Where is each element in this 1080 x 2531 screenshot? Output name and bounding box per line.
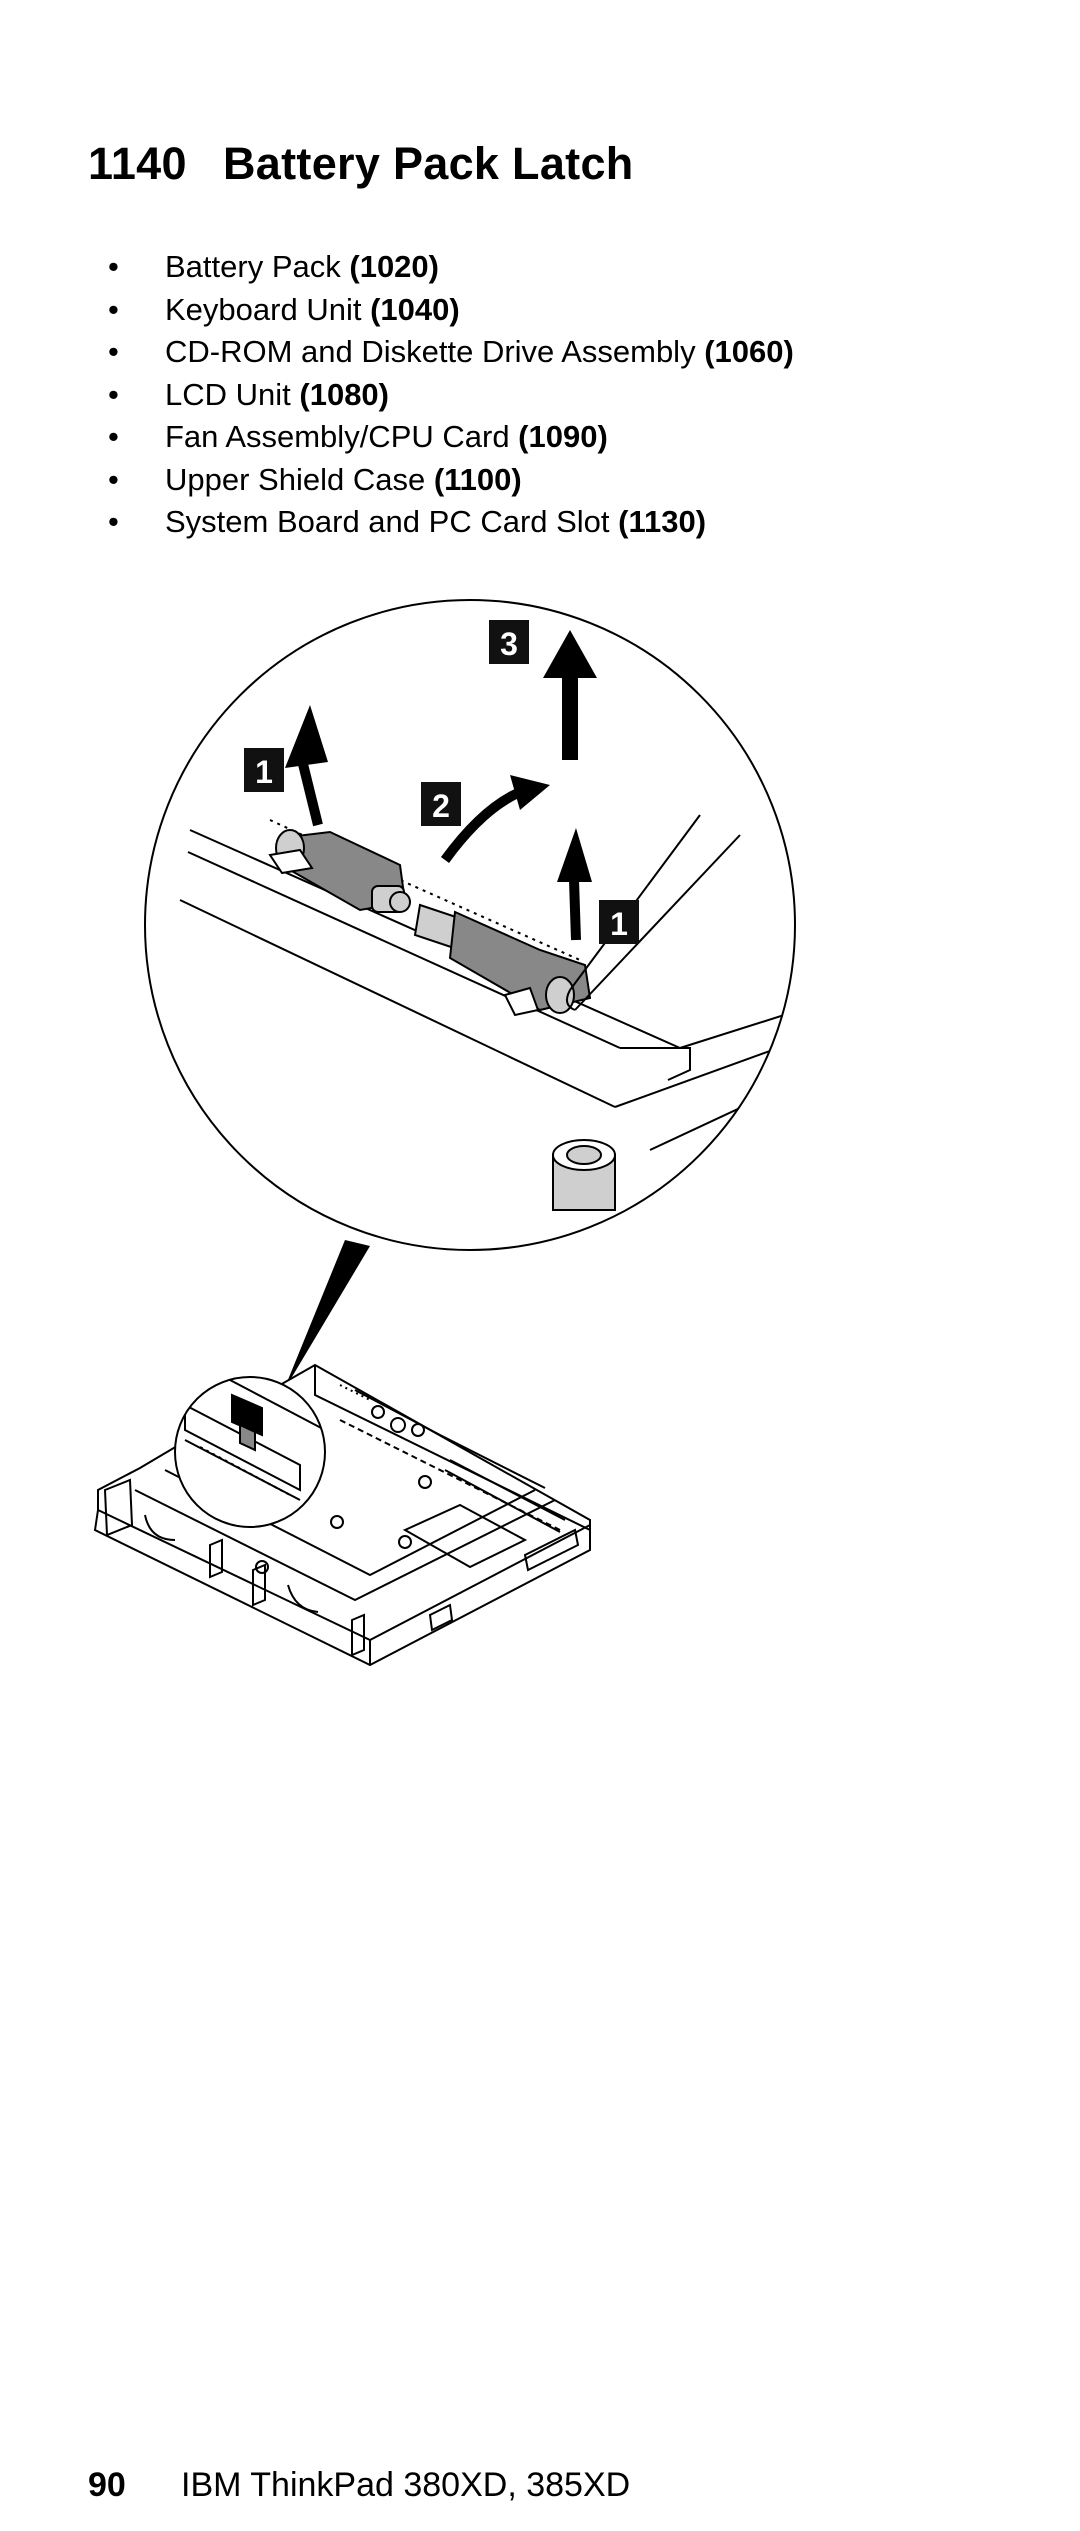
arrow-rotate (440, 775, 550, 863)
list-item: CD-ROM and Diskette Drive Assembly (1060… (108, 331, 794, 374)
list-item-label: Fan Assembly/CPU Card (165, 419, 519, 454)
list-item-ref: (1020) (349, 249, 439, 284)
product-name: IBM ThinkPad 380XD, 385XD (181, 2466, 631, 2504)
prerequisite-list: Battery Pack (1020) Keyboard Unit (1040)… (108, 246, 794, 544)
list-item-label: System Board and PC Card Slot (165, 504, 610, 539)
list-item-ref: (1060) (704, 334, 794, 369)
list-item-ref: (1040) (370, 291, 460, 327)
list-item-ref: (1130) (618, 504, 707, 539)
callout-3: 3 (489, 620, 529, 664)
section-number: 1140 (88, 138, 187, 189)
list-item: Fan Assembly/CPU Card (1090) (108, 416, 794, 459)
latch-removal-figure: 1 2 3 1 (0, 580, 1080, 1690)
arrow-lift-left (285, 705, 328, 827)
list-item-label: Keyboard Unit (165, 291, 362, 327)
pointer-wedge (283, 1240, 370, 1392)
list-item-ref: (1090) (518, 419, 608, 454)
callout-1b: 1 (599, 900, 639, 944)
list-item: Upper Shield Case (1100) (108, 459, 794, 502)
section-heading: 1140 Battery Pack Latch (88, 138, 634, 190)
list-item-label: LCD Unit (165, 376, 291, 412)
list-item: Keyboard Unit (1040) (108, 289, 794, 332)
latch-removal-illustration: 1 2 3 1 (93, 599, 796, 1667)
arrow-lift-right (557, 828, 592, 941)
base-cover (93, 1363, 591, 1667)
magnified-detail (144, 599, 796, 1251)
list-item-ref: (1080) (299, 376, 389, 412)
list-item-label: Upper Shield Case (165, 461, 426, 497)
callout-1: 1 (244, 748, 284, 792)
hole-post (552, 1139, 616, 1211)
page-footer: 90 IBM ThinkPad 380XD, 385XD (88, 2466, 630, 2505)
list-item: LCD Unit (1080) (108, 374, 794, 417)
callout-2: 2 (421, 782, 461, 826)
list-item-ref: (1100) (433, 461, 522, 497)
arrow-up (543, 630, 597, 760)
callout-1-label: 1 (255, 754, 273, 790)
latch (268, 829, 592, 1017)
callout-3-label: 3 (500, 626, 518, 662)
zoom-source-circle (174, 1376, 326, 1528)
list-item-label: Battery Pack (165, 249, 341, 284)
list-item-label: CD-ROM and Diskette Drive Assembly (165, 334, 696, 369)
callout-2-label: 2 (432, 788, 450, 824)
list-item: System Board and PC Card Slot (1130) (108, 501, 794, 544)
page-number: 90 (88, 2466, 126, 2504)
list-item: Battery Pack (1020) (108, 246, 794, 289)
callout-1b-label: 1 (610, 906, 628, 942)
section-title: Battery Pack Latch (223, 138, 634, 189)
